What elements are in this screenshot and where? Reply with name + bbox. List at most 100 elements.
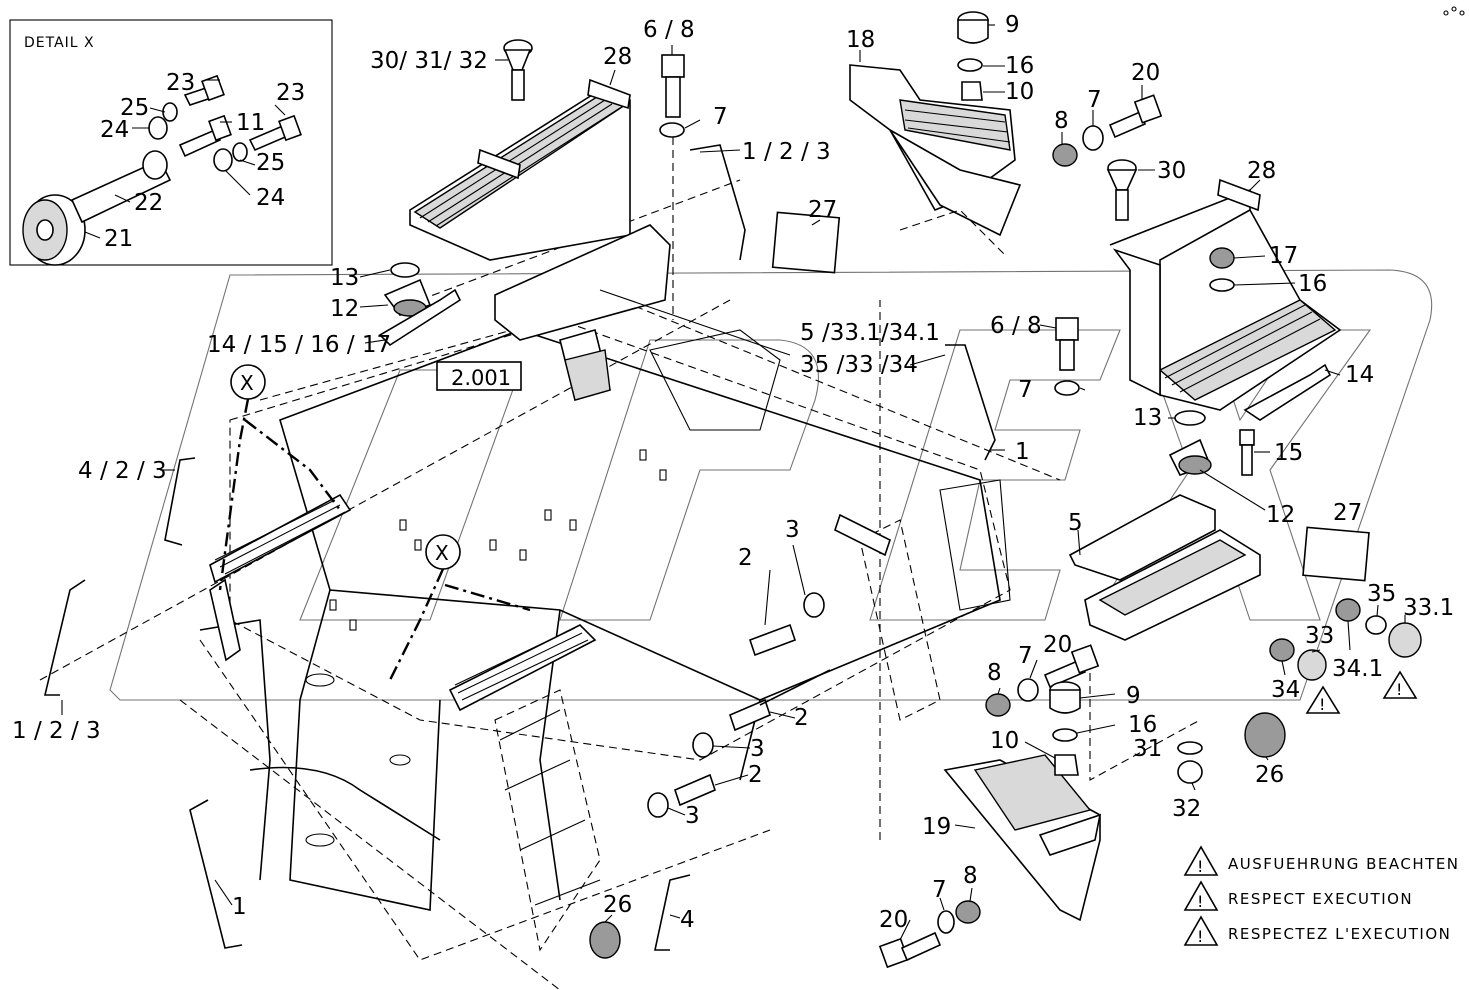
callout-7c: 7 (1018, 377, 1033, 403)
detail-callout-24a: 24 (100, 117, 129, 143)
detail-callout-21: 21 (104, 226, 133, 252)
plate-27-right (1302, 526, 1370, 582)
callout-30: 30 (1157, 158, 1186, 184)
callout-13b: 13 (1133, 405, 1162, 431)
screw-30-left (503, 39, 533, 101)
svg-text:!: ! (1197, 892, 1203, 911)
handle-1-bottom (189, 799, 243, 949)
frame-reference: 2.001 (436, 361, 522, 391)
callout-6-8b: 6 / 8 (990, 313, 1042, 339)
callout-5-33-1-34-1: 5 /33.1/34.1 (800, 320, 940, 346)
callout-16b: 16 (1298, 271, 1327, 297)
nut-31-32 (1177, 741, 1203, 784)
step-18 (849, 64, 1022, 256)
callout-26a: 26 (1255, 762, 1284, 788)
callout-1-2-3a: 1 / 2 / 3 (742, 139, 831, 165)
detail-callout-23a: 23 (166, 70, 195, 96)
main-frame (39, 179, 1201, 990)
callout-2c: 2 (748, 762, 763, 788)
callout-2b: 2 (794, 705, 809, 731)
svg-text:!: ! (1197, 927, 1203, 946)
callout-8a: 8 (1054, 108, 1069, 134)
bolt-6-8-right (1054, 317, 1080, 396)
warning-icon (1183, 880, 1219, 911)
callout-35-33-34: 35 /33 /34 (800, 352, 918, 378)
pad-12-right (1168, 410, 1255, 476)
detail-x-panel: DETAIL X 23 25 24 11 23 25 24 (9, 19, 333, 266)
frame-reference-text: 2.001 (451, 366, 511, 390)
warning-icon (1183, 845, 1219, 876)
bracket-5-right (1068, 494, 1261, 641)
corner-marks (1443, 6, 1465, 16)
callout-31: 31 (1133, 736, 1162, 762)
callout-30-31-32: 30/ 31/ 32 (370, 48, 488, 74)
callout-15: 15 (1274, 440, 1303, 466)
step-19 (943, 754, 1102, 922)
callout-8b: 8 (987, 660, 1002, 686)
callout-3b: 3 (750, 736, 765, 762)
reflector-26-bottom (589, 921, 621, 959)
detail-callout-25a: 25 (120, 95, 149, 121)
callouts: 30/ 31/ 32 28 6 / 8 7 1 / 2 / 3 27 18 9 … (12, 12, 1454, 933)
warning-row-en: ! RESPECT EXECUTION (1183, 880, 1412, 911)
callout-8c: 8 (963, 863, 978, 889)
handle-1-2-3-left (43, 579, 86, 696)
bolt-20-top (1052, 94, 1163, 167)
callout-9b: 9 (1126, 683, 1141, 709)
nut-17-right (1209, 247, 1235, 292)
detail-x-leaders: X X (218, 364, 531, 681)
svg-text:!: ! (1197, 857, 1203, 876)
callout-28a: 28 (603, 44, 632, 70)
warning-text-de: AUSFUEHRUNG BEACHTEN (1228, 855, 1460, 873)
callout-12b: 12 (1266, 502, 1295, 528)
warning-icon (1183, 915, 1219, 946)
detail-callout-25b: 25 (256, 150, 285, 176)
warning-row-fr: ! RESPECTEZ L'EXECUTION (1183, 915, 1451, 946)
callout-2a: 2 (738, 545, 753, 571)
callout-27a: 27 (808, 197, 837, 223)
detail-marker-x-1: X (240, 371, 254, 395)
callout-7b: 7 (1087, 87, 1102, 113)
detail-callout-11: 11 (236, 110, 265, 136)
handle-top (689, 144, 746, 261)
callout-12a: 12 (330, 296, 359, 322)
warning-icon-33-1: ! (1382, 670, 1418, 699)
callout-32: 32 (1172, 796, 1201, 822)
detail-callout-23b: 23 (276, 80, 305, 106)
callout-33: 33 (1305, 623, 1334, 649)
callout-17: 17 (1269, 243, 1298, 269)
callout-4-2-3: 4 / 2 / 3 (78, 458, 167, 484)
clamp-14-right (1243, 363, 1332, 421)
warning-text-fr: RESPECTEZ L'EXECUTION (1228, 925, 1451, 943)
callout-7a: 7 (713, 104, 728, 130)
detail-callout-24b: 24 (256, 185, 285, 211)
bolt-20-middle (985, 644, 1100, 717)
cap-9-middle (1049, 681, 1081, 776)
callout-10b: 10 (990, 728, 1019, 754)
bolt-20-bottom (878, 900, 981, 969)
callout-20b: 20 (1043, 632, 1072, 658)
plate-27-top (771, 211, 841, 274)
leader-lines (61, 24, 1406, 941)
callout-4: 4 (680, 907, 695, 933)
pad-12-left (378, 262, 462, 347)
warning-legend: ! AUSFUEHRUNG BEACHTEN ! RESPECT EXECUTI… (1183, 845, 1460, 946)
callout-9a: 9 (1005, 12, 1020, 38)
step-28-left (409, 78, 631, 261)
bracket-top (494, 224, 671, 401)
bolt-6-8-top (659, 54, 685, 320)
callout-1a: 1 (1015, 439, 1030, 465)
svg-text:!: ! (1319, 695, 1325, 714)
detail-callout-22: 22 (134, 190, 163, 216)
callout-7d: 7 (1018, 643, 1033, 669)
callout-18: 18 (846, 27, 875, 53)
callout-35: 35 (1367, 581, 1396, 607)
callout-33-1: 33.1 (1403, 595, 1454, 621)
handle-4-2-3 (164, 457, 196, 546)
callout-27b: 27 (1333, 500, 1362, 526)
callout-34: 34 (1271, 677, 1300, 703)
callout-20c: 20 (879, 907, 908, 933)
callout-3a: 3 (785, 517, 800, 543)
warning-row-de: ! AUSFUEHRUNG BEACHTEN (1183, 845, 1460, 876)
